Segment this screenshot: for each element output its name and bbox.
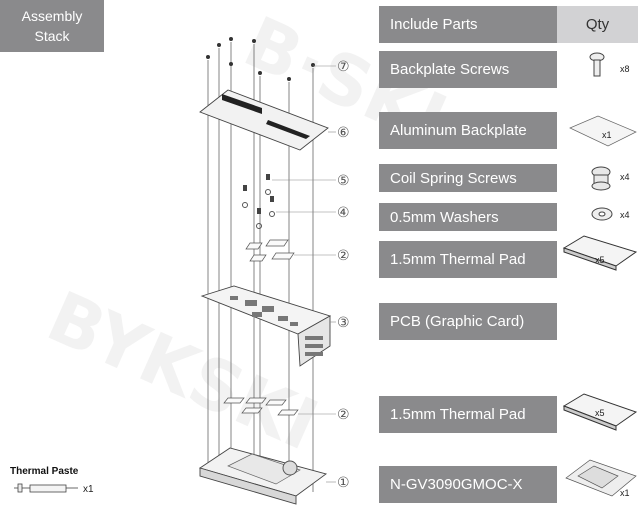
backplate-screw-icon bbox=[589, 52, 605, 77]
pcb-shape bbox=[200, 285, 332, 367]
waterblock-shape bbox=[198, 447, 328, 505]
washer-icon bbox=[591, 207, 613, 221]
qty-aluminum-backplate: x1 bbox=[602, 130, 612, 140]
qty-waterblock: x1 bbox=[620, 488, 630, 498]
qty-thermal-paste: x1 bbox=[83, 484, 94, 495]
layer-number-3: ③ bbox=[337, 314, 350, 330]
layer-number-5: ⑤ bbox=[337, 172, 350, 188]
layer-number-2b: ② bbox=[337, 406, 350, 422]
coil-spring-icon bbox=[591, 166, 611, 191]
thermal-paste-syringe bbox=[14, 483, 78, 493]
parts-table-header: Include Parts Qty bbox=[379, 6, 638, 43]
part-label-backplate-screws: Backplate Screws bbox=[379, 51, 557, 88]
include-parts-header: Include Parts bbox=[379, 6, 557, 43]
part-label-washers: 0.5mm Washers bbox=[379, 203, 557, 231]
layer-number-2a: ② bbox=[337, 247, 350, 263]
thermal-paste-label: Thermal Paste bbox=[10, 466, 79, 477]
qty-washers: x4 bbox=[620, 210, 630, 220]
part-label-pcb: PCB (Graphic Card) bbox=[379, 303, 557, 340]
qty-header: Qty bbox=[557, 6, 638, 43]
qty-backplate-screws: x8 bbox=[620, 64, 630, 74]
thermal-pad-icon bbox=[562, 235, 638, 271]
part-label-thermal-pad-2: 1.5mm Thermal Pad bbox=[379, 396, 557, 433]
part-label-coil-spring-screws: Coil Spring Screws bbox=[379, 164, 557, 192]
part-label-waterblock: N-GV3090GMOC-X bbox=[379, 466, 557, 503]
layer-number-6: ⑥ bbox=[337, 124, 350, 140]
thermal-pad-icon-2 bbox=[562, 393, 638, 431]
qty-thermal-pad-1: x5 bbox=[595, 255, 605, 265]
part-label-aluminum-backplate: Aluminum Backplate bbox=[379, 112, 557, 149]
layer-number-1: ① bbox=[337, 474, 350, 490]
assembly-stack-title: Assembly Stack bbox=[0, 0, 104, 52]
qty-coil-spring-screws: x4 bbox=[620, 172, 630, 182]
part-label-thermal-pad-1: 1.5mm Thermal Pad bbox=[379, 241, 557, 278]
backplate-icon bbox=[569, 115, 637, 147]
waterblock-icon bbox=[565, 459, 637, 497]
layer-number-4: ④ bbox=[337, 204, 350, 220]
layer-number-7: ⑦ bbox=[337, 58, 350, 74]
backplate-shape bbox=[199, 89, 329, 151]
qty-thermal-pad-2: x5 bbox=[595, 408, 605, 418]
